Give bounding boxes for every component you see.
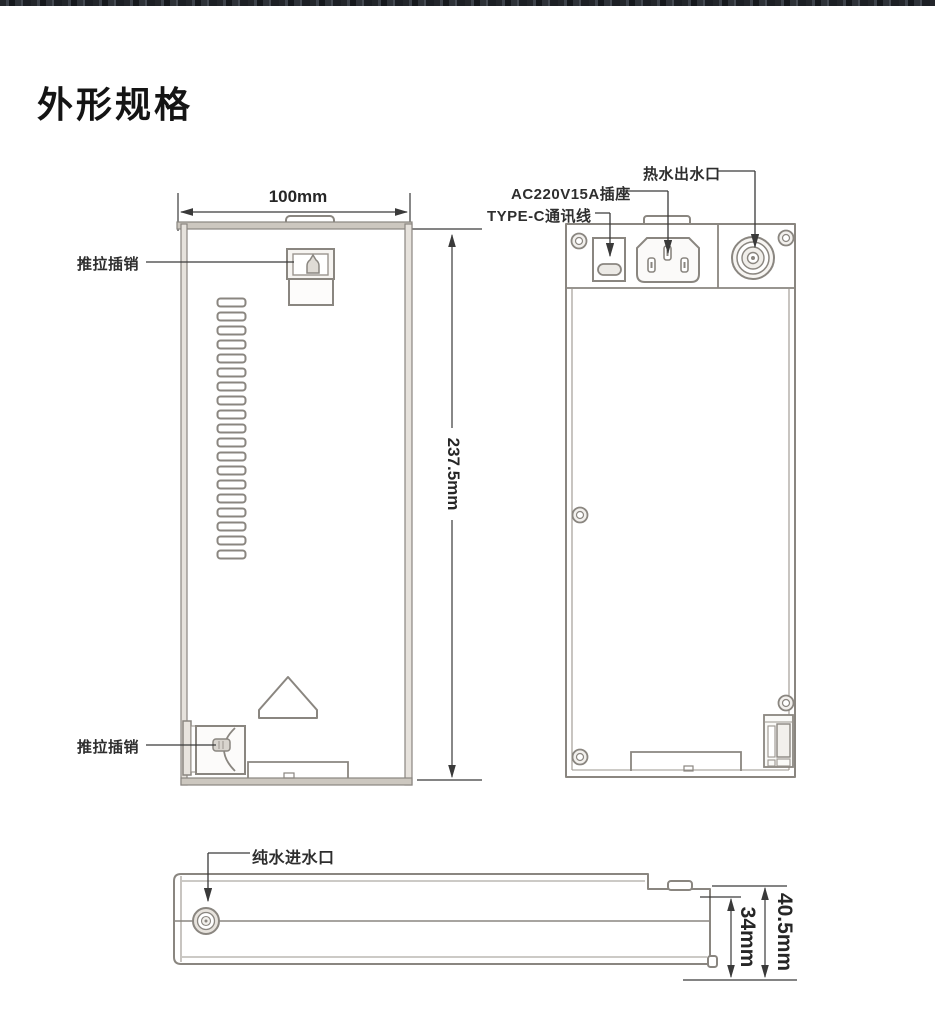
label-ac-socket: AC220V15A插座 (511, 186, 631, 203)
page-title: 外形规格 (37, 84, 194, 125)
screw-icon (571, 506, 589, 524)
enclosure-bottom-bar (180, 777, 413, 786)
dim-width-100mm: 100mm (268, 187, 328, 206)
side-shell (173, 873, 711, 965)
leader-ac-socket (621, 190, 668, 253)
enclosure-right-wall (404, 223, 413, 786)
type-c-port (592, 237, 626, 282)
dim-inner-height-34mm: 34mm (736, 906, 759, 968)
keyhole-icon (306, 253, 320, 274)
screw-icon (571, 748, 589, 766)
label-push-pull-latch-top: 推拉插销 (77, 256, 140, 273)
rear-latch (763, 714, 794, 768)
leader-water-inlet (208, 852, 250, 901)
label-push-pull-latch-bottom: 推拉插销 (77, 739, 140, 756)
enclosure-left-wall (180, 223, 188, 786)
leader-type-c (595, 212, 610, 256)
screw-icon (777, 694, 795, 712)
push-pull-latch-top (286, 248, 335, 306)
enclosure-top-bar (176, 221, 413, 230)
inner-height-dimension (700, 896, 741, 979)
total-height-dimension (683, 885, 797, 981)
triangle-guide (258, 676, 318, 719)
hot-water-outlet-port (731, 236, 775, 280)
foot-stub (707, 955, 718, 968)
height-dimension (406, 228, 482, 781)
bottom-recess (247, 761, 349, 779)
label-hot-water-outlet: 热水出水口 (643, 166, 721, 183)
connector-panel-divider (566, 224, 795, 289)
leader-hot-water (717, 170, 755, 247)
screw-icon (777, 229, 795, 247)
dim-total-height-40-5mm: 40.5mm (773, 892, 796, 972)
bottom-recess (630, 751, 742, 772)
screw-icon (570, 232, 588, 250)
step-tab (667, 880, 693, 891)
water-inlet-port (192, 907, 220, 935)
dim-height-237-5mm: 237.5mm (444, 437, 463, 511)
label-type-c-cable: TYPE-C通讯线 (487, 208, 592, 225)
front-view-drawing (146, 193, 482, 786)
side-view-drawing (173, 852, 797, 981)
push-pull-latch-bottom (182, 720, 246, 776)
rear-shell (565, 223, 796, 778)
label-pure-water-inlet: 纯水进水口 (252, 850, 335, 867)
page-edge-strip (0, 0, 935, 6)
rear-view-drawing (565, 170, 796, 778)
vent-slot-grid (216, 297, 247, 561)
